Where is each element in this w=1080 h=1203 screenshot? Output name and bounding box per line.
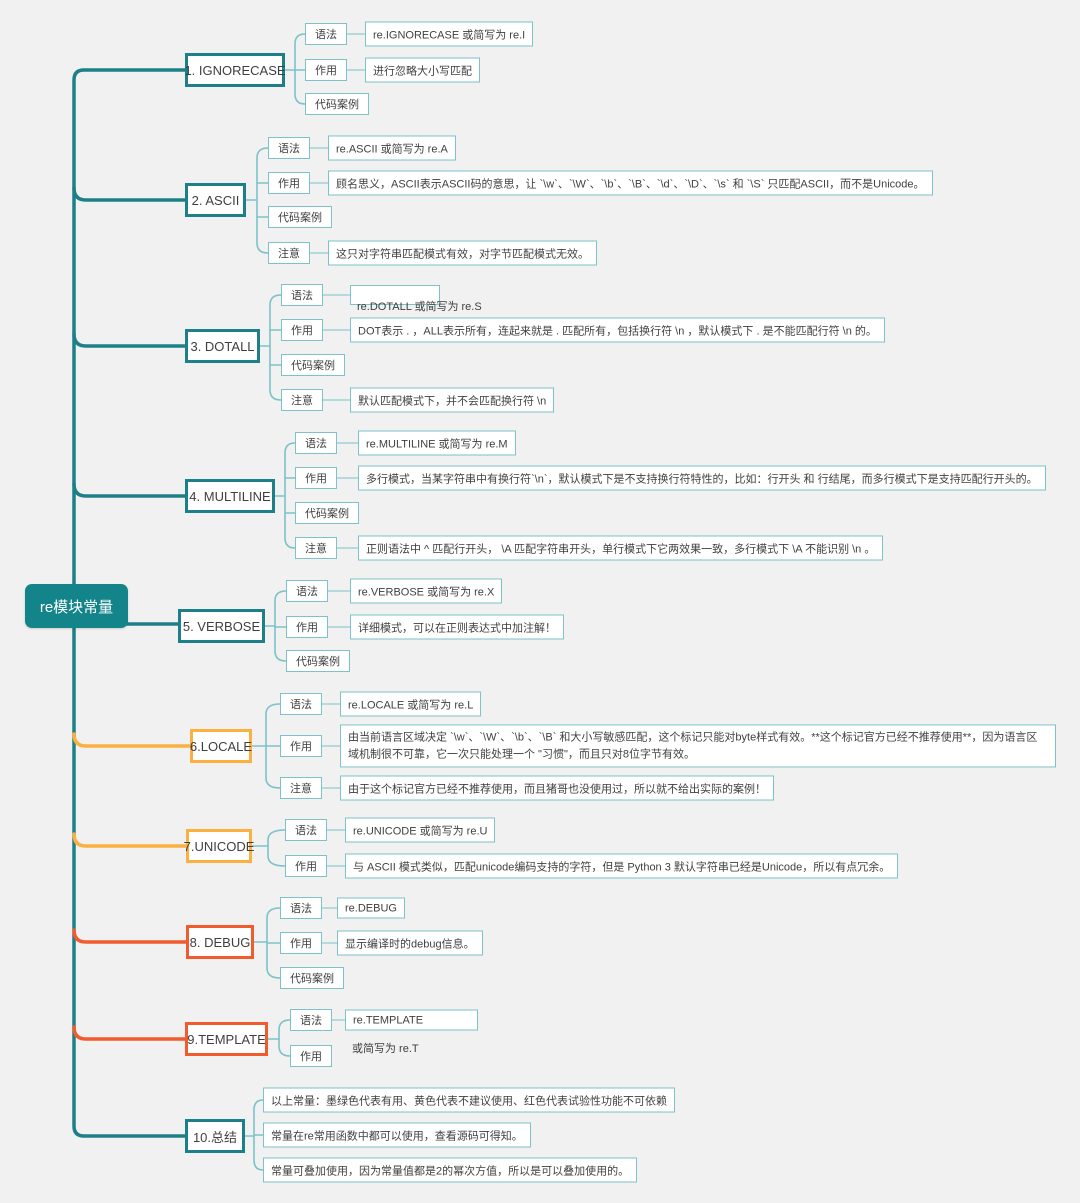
leaf-node[interactable]: 进行忽略大小写匹配 bbox=[365, 57, 480, 83]
leaf-node[interactable]: re.UNICODE 或简写为 re.U bbox=[345, 817, 496, 843]
sub-node-note[interactable]: 注意 bbox=[281, 389, 323, 411]
leaf-node[interactable]: 与 ASCII 模式类似，匹配unicode编码支持的字符，但是 Python … bbox=[345, 853, 899, 879]
leaf-node[interactable]: 正则语法中 ^ 匹配行开头， \A 匹配字符串开头，单行模式下它两效果一致，多行… bbox=[358, 535, 884, 561]
branch-node-dotall[interactable]: 3. DOTALL bbox=[185, 329, 260, 363]
sub-node-syntax[interactable]: 语法 bbox=[286, 580, 328, 602]
sub-node-usage[interactable]: 作用 bbox=[268, 172, 310, 194]
sub-node-syntax[interactable]: 语法 bbox=[285, 819, 327, 841]
sub-node-usage[interactable]: 作用 bbox=[280, 932, 322, 954]
leaf-node[interactable]: 显示编译时的debug信息。 bbox=[337, 930, 483, 956]
branch-8-elbow bbox=[72, 928, 189, 944]
sub-node-code-example[interactable]: 代码案例 bbox=[281, 354, 345, 376]
branch-node-multiline[interactable]: 4. MULTILINE bbox=[185, 479, 275, 513]
leaf-node[interactable]: re.MULTILINE 或简写为 re.M bbox=[358, 430, 516, 456]
leaf-node[interactable]: 以上常量：墨绿色代表有用、黄色代表不建议使用、红色代表试验性功能不可依赖 bbox=[263, 1087, 675, 1113]
leaf-node[interactable]: 详细模式，可以在正则表达式中加注解！ bbox=[350, 614, 564, 640]
leaf-node[interactable]: re.ASCII 或简写为 re.A bbox=[328, 135, 456, 161]
leaf-node[interactable]: DOT表示 . ，ALL表示所有，连起来就是 . 匹配所有，包括换行符 \n ，… bbox=[350, 317, 885, 343]
sub-node-usage[interactable]: 作用 bbox=[290, 1045, 332, 1067]
leaf-node[interactable]: re.DEBUG bbox=[337, 897, 405, 919]
leaf-node[interactable]: 默认匹配模式下，并不会匹配换行符 \n bbox=[350, 387, 555, 413]
leaf-node[interactable]: 多行模式，当某字符串中有换行符`\n`，默认模式下是不支持换行符特性的，比如：行… bbox=[358, 465, 1046, 491]
leaf-node[interactable]: 常量在re常用函数中都可以使用，查看源码可得知。 bbox=[263, 1122, 531, 1148]
sub-node-usage[interactable]: 作用 bbox=[305, 59, 347, 81]
leaf-node[interactable]: 由于这个标记官方已经不推荐使用，而且猪哥也没使用过，所以就不给出实际的案例！ bbox=[340, 775, 774, 801]
leaf-node[interactable]: re.TEMPLATE bbox=[345, 1009, 478, 1031]
sub-node-note[interactable]: 注意 bbox=[280, 777, 322, 799]
branch-node-unicode[interactable]: 7.UNICODE bbox=[184, 829, 254, 863]
sub-node-note[interactable]: 注意 bbox=[268, 242, 310, 264]
branch-7-elbow bbox=[72, 832, 189, 848]
leaf-node[interactable]: 顾名思义，ASCII表示ASCII码的意思，让 `\w`、`\W`、`\b`、`… bbox=[328, 170, 933, 196]
sub-node-code-example[interactable]: 代码案例 bbox=[268, 206, 332, 228]
sub-node-code-example[interactable]: 代码案例 bbox=[305, 93, 369, 115]
branch-node-ascii[interactable]: 2. ASCII bbox=[185, 183, 246, 217]
branch-node-debug[interactable]: 8. DEBUG bbox=[186, 925, 254, 959]
sub-node-code-example[interactable]: 代码案例 bbox=[295, 502, 359, 524]
branch-node-template[interactable]: 9.TEMPLATE bbox=[185, 1022, 268, 1056]
sub-node-code-example[interactable]: 代码案例 bbox=[286, 650, 350, 672]
sub-node-usage[interactable]: 作用 bbox=[281, 319, 323, 341]
root-node[interactable]: re模块常量 bbox=[25, 584, 128, 628]
sub-node-syntax[interactable]: 语法 bbox=[295, 432, 337, 454]
leaf-node[interactable]: 这只对字符串匹配模式有效，对字节匹配模式无效。 bbox=[328, 240, 597, 266]
leaf-node[interactable]: re.IGNORECASE 或简写为 re.I bbox=[365, 21, 534, 47]
branch-3-elbow bbox=[72, 332, 188, 348]
sub-node-note[interactable]: 注意 bbox=[295, 537, 337, 559]
branch-9-elbow bbox=[72, 1025, 188, 1041]
branch-node-verbose[interactable]: 5. VERBOSE bbox=[178, 609, 265, 643]
leaf-node[interactable]: re.LOCALE 或简写为 re.L bbox=[340, 691, 482, 717]
leaf-node[interactable]: 由当前语言区域决定 `\w`、`\W`、`\b`、`\B` 和大小写敏感匹配，这… bbox=[340, 724, 1056, 768]
sub-node-syntax[interactable]: 语法 bbox=[280, 693, 322, 715]
sub-node-syntax[interactable]: 语法 bbox=[268, 137, 310, 159]
sub-node-usage[interactable]: 作用 bbox=[286, 616, 328, 638]
sub-node-syntax[interactable]: 语法 bbox=[290, 1009, 332, 1031]
branch-node-summary[interactable]: 10.总结 bbox=[185, 1119, 245, 1153]
sub-node-usage[interactable]: 作用 bbox=[295, 467, 337, 489]
leaf-overflow-text: re.DOTALL 或简写为 re.S bbox=[357, 301, 482, 313]
leaf-overflow-text: 或简写为 re.T bbox=[352, 1043, 419, 1055]
branch-node-ignorecase[interactable]: 1. IGNORECASE bbox=[184, 53, 286, 87]
sub-node-usage[interactable]: 作用 bbox=[280, 735, 322, 757]
sub-node-usage[interactable]: 作用 bbox=[285, 855, 327, 877]
sub-node-syntax[interactable]: 语法 bbox=[280, 897, 322, 919]
sub-node-code-example[interactable]: 代码案例 bbox=[280, 967, 344, 989]
branch-node-locale[interactable]: 6.LOCALE bbox=[190, 729, 252, 763]
leaf-node[interactable]: 常量可叠加使用，因为常量值都是2的幂次方值，所以是可以叠加使用的。 bbox=[263, 1157, 638, 1183]
leaf-node-empty-box[interactable] bbox=[350, 285, 440, 305]
sub-node-syntax[interactable]: 语法 bbox=[281, 284, 323, 306]
leaf-node[interactable]: re.VERBOSE 或简写为 re.X bbox=[350, 578, 503, 604]
branch-6-elbow bbox=[72, 732, 193, 748]
sub-node-syntax[interactable]: 语法 bbox=[305, 23, 347, 45]
branch-2-elbow bbox=[72, 186, 188, 202]
branch-4-elbow bbox=[72, 482, 188, 498]
